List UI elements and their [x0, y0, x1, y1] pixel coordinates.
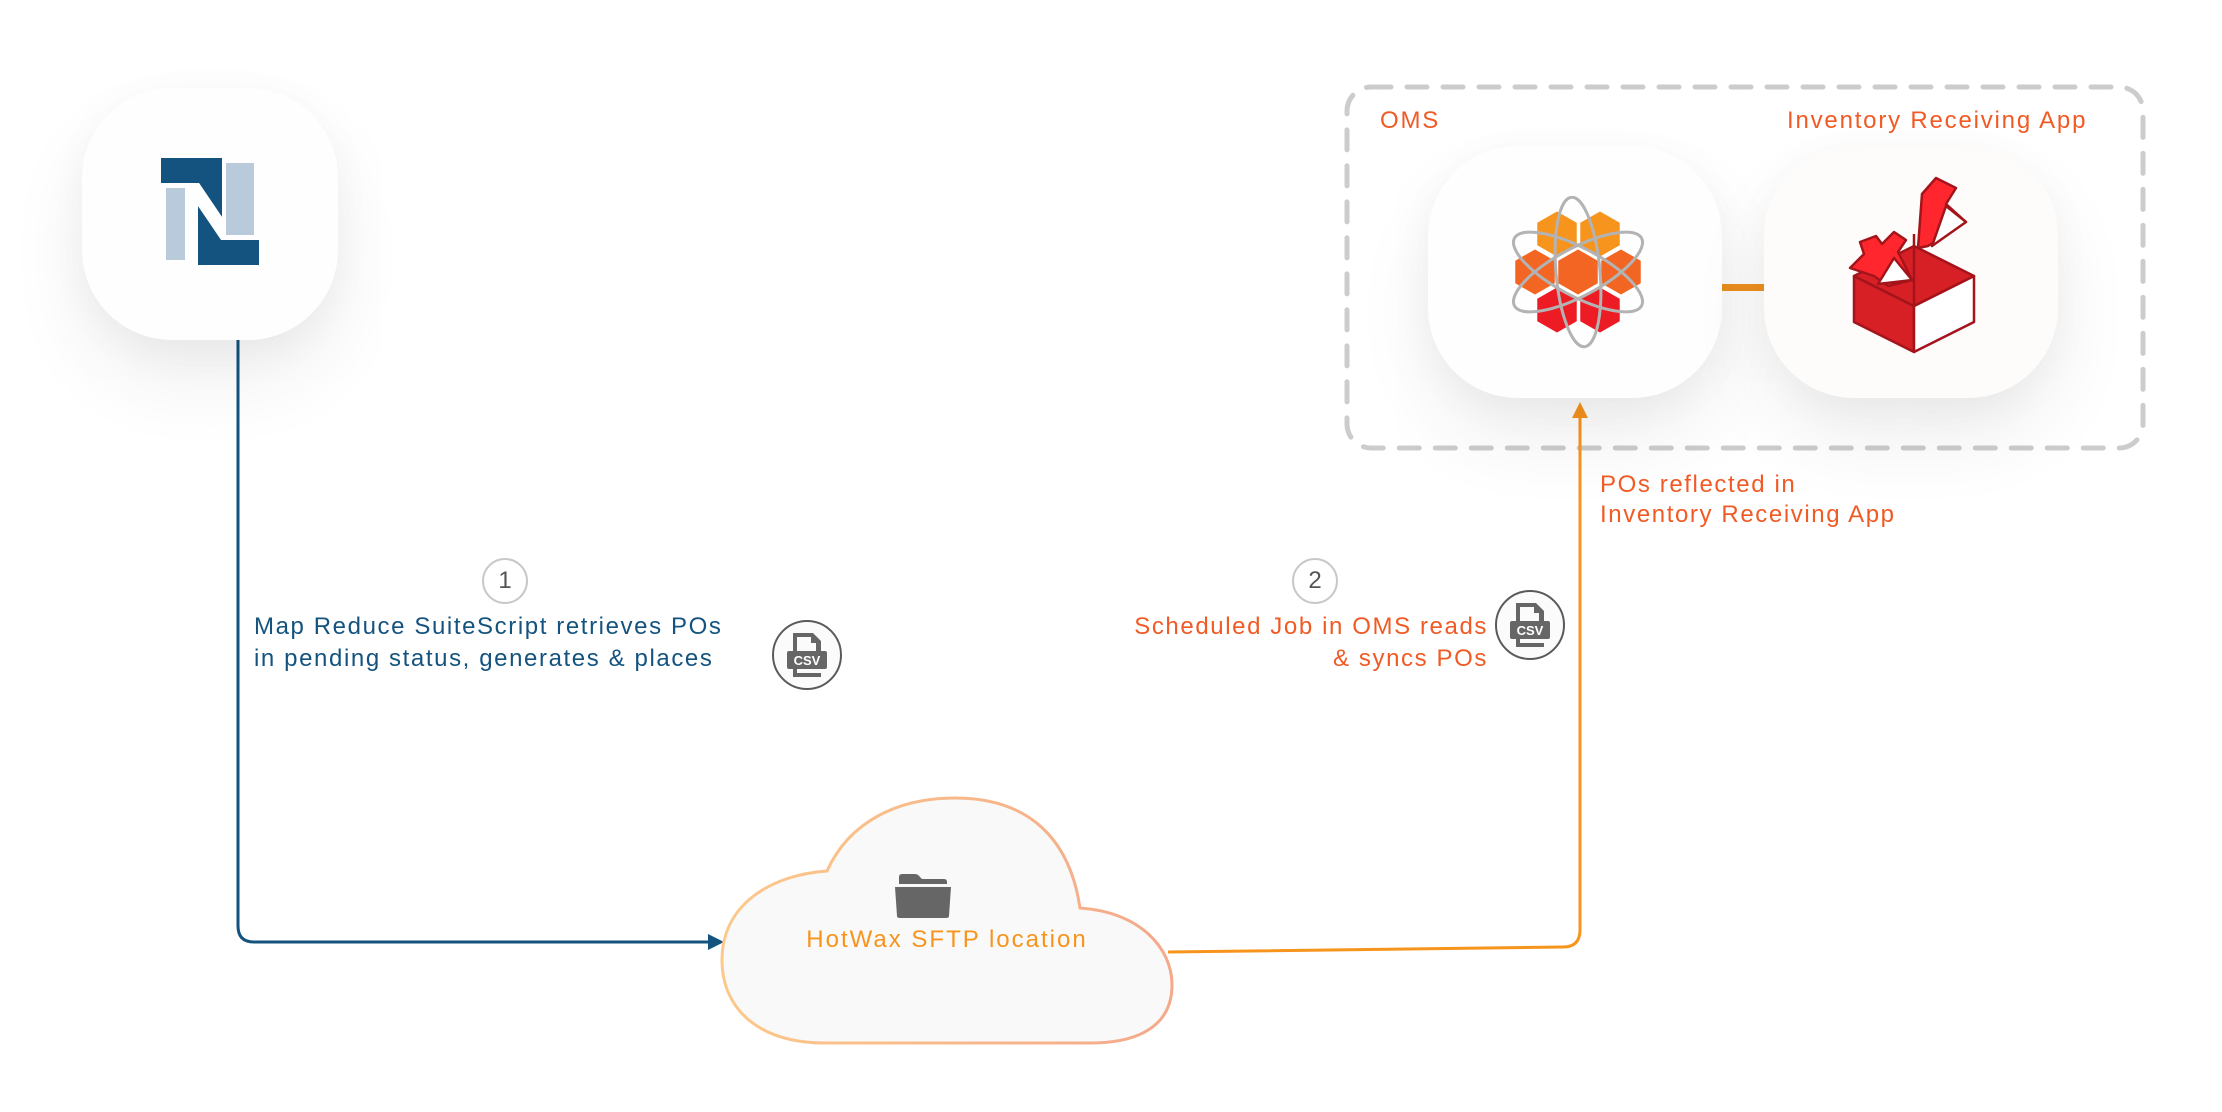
- folder-icon: [895, 874, 951, 918]
- inventory-app-node[interactable]: [1764, 146, 2058, 398]
- netsuite-logo-icon: [161, 158, 259, 265]
- reflected-annotation-line-2: Inventory Receiving App: [1600, 501, 1896, 528]
- sftp-node[interactable]: HotWax SFTP location: [722, 798, 1172, 1044]
- oms-label: OMS: [1380, 107, 1441, 134]
- arrowhead-icon: [1572, 402, 1588, 418]
- netsuite-node[interactable]: [82, 88, 338, 340]
- hotwax-oms-logo-icon: [1511, 196, 1645, 349]
- csv-label: CSV: [1517, 623, 1544, 638]
- sftp-cloud-shape: [720, 796, 1174, 1045]
- csv-label: CSV: [794, 653, 821, 668]
- step-2-description-line-2: & syncs POs: [1333, 645, 1488, 672]
- oms-group-boundary: [1344, 84, 2146, 451]
- step-1-badge: 1: [482, 558, 528, 604]
- step-1-description-line-2: in pending status, generates & places: [254, 645, 714, 672]
- oms-node[interactable]: [1428, 146, 1722, 398]
- step-1-description-line-1: Map Reduce SuiteScript retrieves POs: [254, 613, 723, 640]
- step-1-csv-badge: CSV: [772, 620, 842, 690]
- inventory-app-label: Inventory Receiving App: [1787, 107, 2088, 134]
- csv-file-icon: CSV: [787, 633, 827, 677]
- oms-to-inventory-connector: [1722, 284, 1764, 291]
- arrowhead-icon: [708, 934, 724, 950]
- step-2-description-line-1: Scheduled Job in OMS reads: [1134, 613, 1488, 640]
- sftp-to-oms-connector: [1167, 418, 1582, 954]
- netsuite-to-sftp-connector: [236, 340, 708, 944]
- step-2-csv-badge: CSV: [1495, 590, 1565, 660]
- reflected-annotation-line-1: POs reflected in: [1600, 471, 1797, 498]
- receiving-box-icon: [1848, 176, 1976, 354]
- csv-file-icon: CSV: [1510, 603, 1550, 647]
- step-2-badge: 2: [1292, 558, 1338, 604]
- sftp-label: HotWax SFTP location: [806, 926, 1088, 953]
